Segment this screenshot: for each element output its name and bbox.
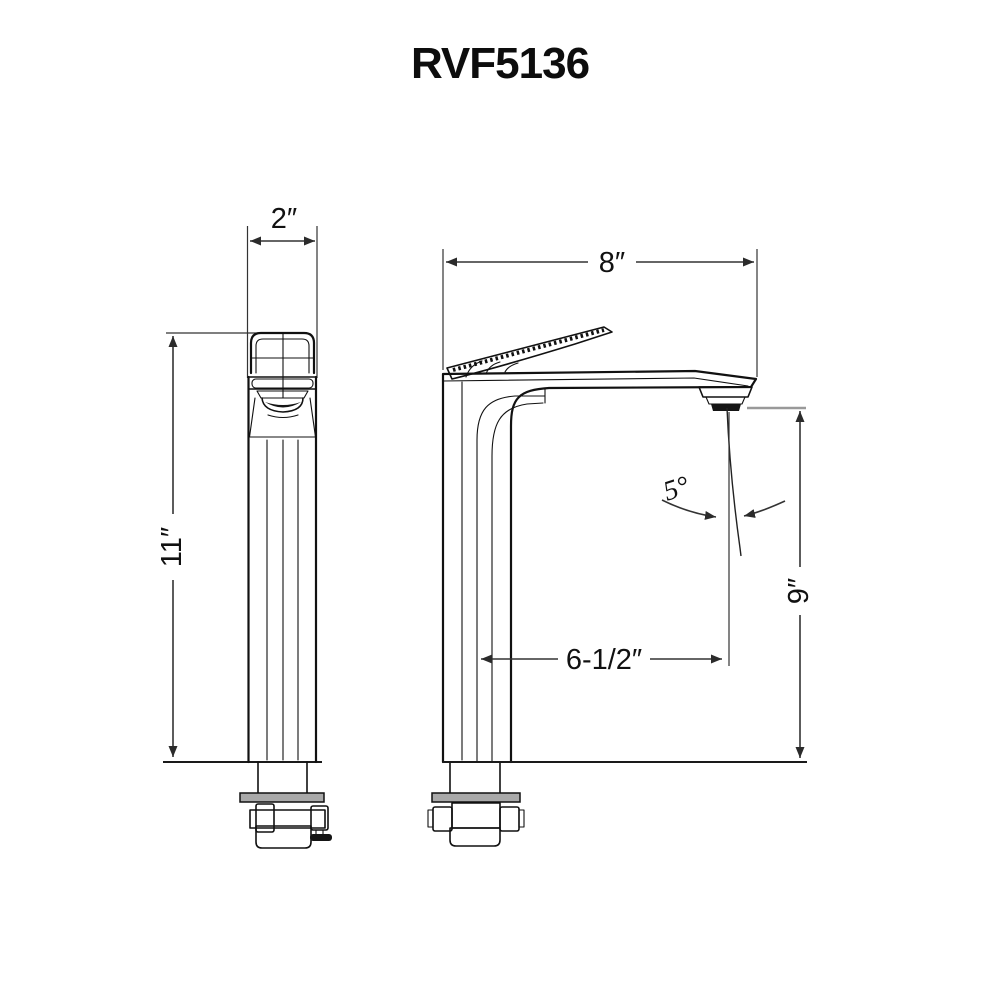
mounting-washer xyxy=(431,792,521,803)
side-width-dimension: 8″ xyxy=(442,246,758,377)
spout-reach-label: 6-1/2″ xyxy=(566,644,642,676)
stream-angle-annotation: 5° xyxy=(660,407,786,557)
bolt-cap xyxy=(518,809,525,828)
aerator-step xyxy=(698,386,753,398)
mounting-cylinder xyxy=(249,809,326,829)
handle-base-curve xyxy=(485,361,501,375)
front-neck-left xyxy=(248,397,256,438)
spout-height-dimension: 9″ xyxy=(747,406,815,758)
side-width-label: 8″ xyxy=(599,247,625,279)
side-waterway-curve xyxy=(491,402,544,763)
label-gap xyxy=(588,246,636,276)
handle-base-curve xyxy=(465,360,483,378)
side-mounting-hardware xyxy=(427,761,525,847)
front-neck-right xyxy=(309,397,317,438)
mounting-block xyxy=(255,803,275,833)
aerator-step xyxy=(705,396,746,405)
handle-blade-knurling xyxy=(452,328,605,372)
side-aerator xyxy=(698,386,753,411)
front-view: 2″ 11″ xyxy=(156,203,332,849)
front-aerator-step xyxy=(256,390,309,399)
aerator-outlet xyxy=(711,404,741,411)
angle-arc-right xyxy=(743,500,786,518)
mounting-washer xyxy=(239,792,325,803)
side-spout-inner-line xyxy=(442,377,749,387)
front-spout-bar xyxy=(251,378,314,389)
handle-base-curve xyxy=(504,362,519,373)
bolt-cap xyxy=(427,809,434,828)
side-waterway-curve xyxy=(476,395,546,763)
front-height-label: 11″ xyxy=(156,527,188,567)
front-mounting-hardware xyxy=(239,761,332,849)
side-bolt xyxy=(310,805,329,831)
model-number-title: RVF5136 xyxy=(411,39,589,88)
front-width-label: 2″ xyxy=(271,203,297,235)
mounting-nut xyxy=(451,802,501,829)
water-stream xyxy=(726,407,742,557)
front-faucet-drawing xyxy=(239,331,332,849)
side-faucet-drawing xyxy=(427,326,758,847)
side-body-outline xyxy=(441,369,758,764)
angle-arc-left xyxy=(661,499,717,520)
handle-blade xyxy=(446,326,613,380)
mounting-body xyxy=(449,827,501,847)
side-bolt xyxy=(499,806,520,832)
side-view: 8″ xyxy=(427,246,815,847)
side-bolt xyxy=(432,806,453,832)
side-handle-lever xyxy=(446,326,613,380)
front-aerator-bowl xyxy=(261,397,304,413)
spout-height-label: 9″ xyxy=(783,578,815,604)
bolt-head xyxy=(310,834,332,841)
mounting-body xyxy=(255,825,312,849)
front-aerator-under-curve xyxy=(267,414,299,419)
spout-reach-dimension: 6-1/2″ xyxy=(481,412,730,676)
front-aerator-outlet xyxy=(265,402,301,408)
front-height-dimension: 11″ xyxy=(156,332,292,757)
front-width-dimension: 2″ xyxy=(246,203,318,378)
label-gap xyxy=(558,643,650,675)
label-gap xyxy=(785,567,815,615)
